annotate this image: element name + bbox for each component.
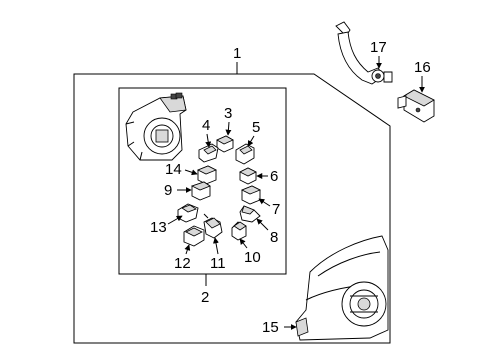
callout-7: 7	[272, 201, 280, 218]
bezel-panel	[295, 235, 389, 341]
callout-3: 3	[224, 105, 232, 122]
callout-1: 1	[233, 45, 241, 62]
callout-13: 13	[150, 219, 167, 236]
knob-8	[239, 205, 261, 223]
leader-7	[258, 198, 271, 207]
control-module-box	[118, 87, 287, 275]
knob-3	[216, 135, 234, 153]
leader-11	[213, 237, 219, 255]
switch-housing	[125, 92, 187, 161]
callout-5: 5	[252, 119, 260, 136]
knob-9	[190, 181, 211, 201]
callout-12: 12	[174, 255, 191, 272]
knob-10	[231, 221, 247, 241]
callout-14: 14	[165, 161, 182, 178]
knob-4	[198, 143, 219, 163]
knob-7	[241, 185, 261, 205]
knob-11	[203, 213, 223, 239]
leader-10	[239, 238, 248, 249]
knob-5	[235, 143, 255, 165]
knob-14	[197, 165, 217, 185]
callout-6: 6	[270, 168, 278, 185]
sensor-bracket	[397, 89, 435, 123]
leader-12	[184, 244, 191, 255]
leader-4	[205, 133, 212, 148]
callout-10: 10	[244, 249, 261, 266]
knob-6	[239, 167, 257, 185]
callout-11: 11	[210, 255, 226, 272]
callout-8: 8	[270, 229, 278, 246]
leader-14	[184, 169, 198, 176]
sensor-hose	[335, 21, 393, 85]
callout-17: 17	[370, 39, 387, 56]
callout-4: 4	[202, 117, 210, 134]
assembly-outline	[73, 73, 391, 344]
leader-13	[167, 215, 183, 225]
knob-12	[183, 225, 205, 247]
callout-16: 16	[414, 59, 431, 76]
callout-2: 2	[201, 289, 209, 306]
leader-3	[225, 121, 232, 136]
callout-15: 15	[262, 319, 279, 336]
knob-13	[177, 203, 199, 223]
callout-9: 9	[164, 182, 172, 199]
leader-5	[247, 135, 255, 147]
leader-8	[256, 218, 269, 231]
